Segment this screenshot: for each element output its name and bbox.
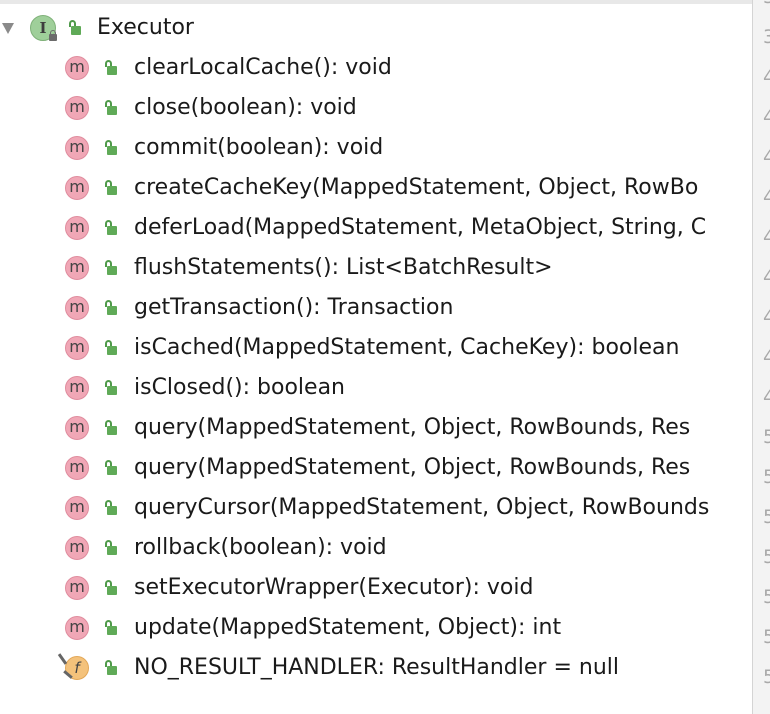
tree-node-executor[interactable]: I Executor	[0, 8, 752, 48]
gutter-line-number: 5	[763, 586, 770, 608]
public-visibility-icon	[104, 340, 117, 355]
method-icon: m	[65, 136, 89, 160]
public-visibility-icon	[104, 580, 117, 595]
public-visibility-icon	[104, 500, 117, 515]
gutter-line-number: 5	[763, 506, 770, 528]
method-icon: m	[65, 616, 89, 640]
tree-item-method[interactable]: m isCached(MappedStatement, CacheKey): bo…	[0, 328, 752, 368]
tree-item-label: query(MappedStatement, Object, RowBounds…	[134, 415, 691, 440]
lock-overlay-icon	[49, 30, 57, 41]
gutter-line-number: 4	[763, 386, 770, 408]
public-visibility-icon	[104, 380, 117, 395]
method-icon: m	[65, 416, 89, 440]
tree-item-label: clearLocalCache(): void	[134, 55, 392, 80]
panel-top-border	[0, 0, 752, 4]
gutter-line-number: 3	[763, 0, 770, 8]
tree-item-label: flushStatements(): List<BatchResult>	[134, 255, 553, 280]
tree-item-method[interactable]: m update(MappedStatement, Object): int	[0, 608, 752, 648]
public-visibility-icon	[104, 140, 117, 155]
public-visibility-icon	[104, 660, 117, 675]
tree-item-method[interactable]: m close(boolean): void	[0, 88, 752, 128]
public-visibility-icon	[104, 300, 117, 315]
public-visibility-icon	[104, 180, 117, 195]
method-icon: m	[65, 96, 89, 120]
tree-node-label: Executor	[97, 15, 194, 40]
tree-item-method[interactable]: m deferLoad(MappedStatement, MetaObject, …	[0, 208, 752, 248]
method-icon: m	[65, 336, 89, 360]
public-visibility-icon	[104, 540, 117, 555]
method-icon: m	[65, 296, 89, 320]
public-visibility-icon	[104, 220, 117, 235]
pin-icon	[57, 653, 68, 665]
tree-item-method[interactable]: m clearLocalCache(): void	[0, 48, 752, 88]
tree-item-label: rollback(boolean): void	[134, 535, 387, 560]
gutter-line-number: 4	[763, 106, 770, 128]
gutter-line-number: 5	[763, 426, 770, 448]
tree-item-method[interactable]: m createCacheKey(MappedStatement, Object,…	[0, 168, 752, 208]
tree-item-label: isCached(MappedStatement, CacheKey): boo…	[134, 335, 680, 360]
public-visibility-icon	[104, 620, 117, 635]
tree-item-label: queryCursor(MappedStatement, Object, Row…	[134, 495, 710, 520]
method-icon: m	[65, 376, 89, 400]
tree-item-label: commit(boolean): void	[134, 135, 384, 160]
gutter-line-number: 4	[763, 146, 770, 168]
public-visibility-icon	[68, 20, 81, 35]
public-visibility-icon	[104, 100, 117, 115]
tree-item-label: deferLoad(MappedStatement, MetaObject, S…	[134, 215, 707, 240]
method-icon: m	[65, 456, 89, 480]
tree-item-method[interactable]: m flushStatements(): List<BatchResult>	[0, 248, 752, 288]
method-icon: m	[65, 216, 89, 240]
method-icon: m	[65, 496, 89, 520]
method-icon: m	[65, 576, 89, 600]
tree-item-method[interactable]: m rollback(boolean): void	[0, 528, 752, 568]
tree-item-label: getTransaction(): Transaction	[134, 295, 454, 320]
line-number-gutter: 3 3 4 4 4 4 4 4 4 4 4 5 5 5 5 5 5 5	[752, 0, 770, 714]
tree-item-label: isClosed(): boolean	[134, 375, 345, 400]
public-visibility-icon	[104, 60, 117, 75]
public-visibility-icon	[104, 420, 117, 435]
gutter-line-number: 5	[763, 626, 770, 648]
structure-tree: I Executor m clearLocalCache(): void m clos…	[0, 8, 752, 714]
tree-item-label: setExecutorWrapper(Executor): void	[134, 575, 534, 600]
public-visibility-icon	[104, 460, 117, 475]
gutter-line-number: 4	[763, 186, 770, 208]
gutter-line-number: 4	[763, 346, 770, 368]
gutter-line-number: 5	[763, 466, 770, 488]
tree-item-method[interactable]: m query(MappedStatement, Object, RowBound…	[0, 448, 752, 488]
tree-item-method[interactable]: m queryCursor(MappedStatement, Object, Ro…	[0, 488, 752, 528]
method-icon: m	[65, 536, 89, 560]
tree-item-label: close(boolean): void	[134, 95, 357, 120]
gutter-line-number: 4	[763, 226, 770, 248]
method-icon: m	[65, 256, 89, 280]
gutter-line-number: 4	[763, 306, 770, 328]
tree-item-label: createCacheKey(MappedStatement, Object, …	[134, 175, 699, 200]
gutter-line-number: 5	[763, 546, 770, 568]
tree-item-label: NO_RESULT_HANDLER: ResultHandler = null	[134, 655, 619, 680]
interface-icon: I	[30, 15, 56, 41]
tree-item-label: update(MappedStatement, Object): int	[134, 615, 562, 640]
gutter-line-number: 4	[763, 266, 770, 288]
tree-item-method[interactable]: m query(MappedStatement, Object, RowBound…	[0, 408, 752, 448]
tree-item-label: query(MappedStatement, Object, RowBounds…	[134, 455, 691, 480]
tree-item-method[interactable]: m setExecutorWrapper(Executor): void	[0, 568, 752, 608]
method-icon: m	[65, 176, 89, 200]
tree-item-method[interactable]: m commit(boolean): void	[0, 128, 752, 168]
tree-item-method[interactable]: m getTransaction(): Transaction	[0, 288, 752, 328]
method-icon: m	[65, 56, 89, 80]
tree-item-method[interactable]: m isClosed(): boolean	[0, 368, 752, 408]
gutter-line-number: 4	[763, 66, 770, 88]
gutter-line-number: 5	[763, 666, 770, 688]
gutter-line-number: 3	[763, 26, 770, 48]
expand-arrow-icon[interactable]	[2, 23, 14, 34]
public-visibility-icon	[104, 260, 117, 275]
